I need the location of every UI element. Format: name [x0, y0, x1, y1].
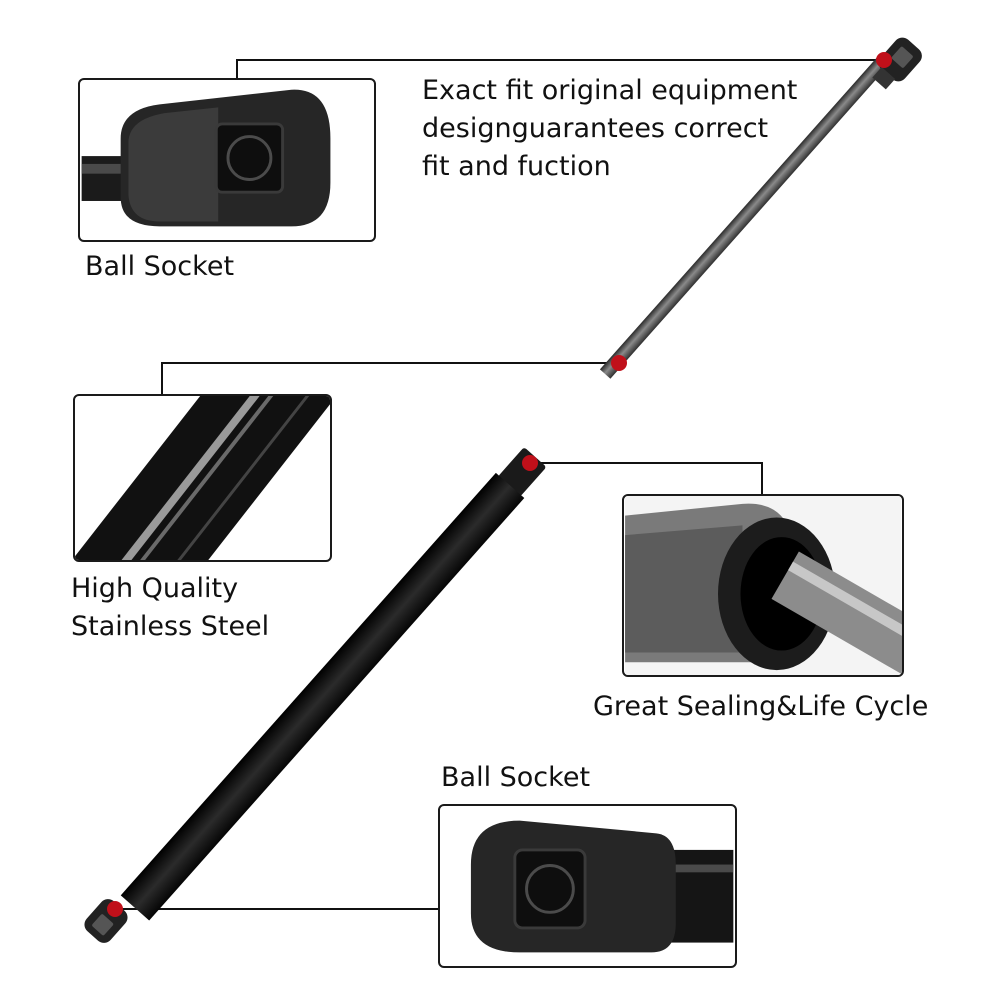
- feature-ball-socket-top: Ball Socket: [85, 251, 235, 282]
- feature-steel-line1: High Quality: [71, 573, 239, 604]
- callout-lines: [115, 59, 884, 910]
- inset-ball-socket-top: [78, 78, 376, 242]
- red-dot-marker-icon: [611, 355, 627, 371]
- markers: [107, 52, 892, 917]
- feature-exact-fit-line1: Exact fit original equipment: [422, 75, 798, 106]
- ball-socket-closeup-image: [81, 89, 331, 227]
- bottom-end-fitting: [84, 899, 128, 943]
- callout-line-top-socket: [236, 59, 884, 79]
- feature-exact-fit-line2: designguarantees correct: [422, 113, 769, 144]
- inset-stainless-steel: [73, 394, 332, 562]
- red-dot-marker-icon: [522, 455, 538, 471]
- feature-steel-line2: Stainless Steel: [71, 611, 270, 642]
- callout-line-rod: [161, 362, 619, 394]
- top-end-fitting: [872, 37, 922, 90]
- inset-ball-socket-bottom: [438, 804, 737, 968]
- seal-closeup-image: [625, 496, 902, 675]
- feature-sealing: Great Sealing&Life Cycle: [593, 691, 929, 722]
- red-dot-marker-icon: [876, 52, 892, 68]
- ball-socket-closeup-image: [470, 820, 734, 953]
- feature-ball-socket-bottom: Ball Socket: [441, 762, 591, 793]
- strut-rod: [599, 55, 890, 379]
- red-dot-marker-icon: [107, 901, 123, 917]
- feature-exact-fit-line3: fit and fuction: [422, 151, 611, 182]
- inset-sealing: [622, 494, 904, 677]
- callout-line-seal: [530, 462, 763, 494]
- rod-closeup-image: [75, 396, 330, 560]
